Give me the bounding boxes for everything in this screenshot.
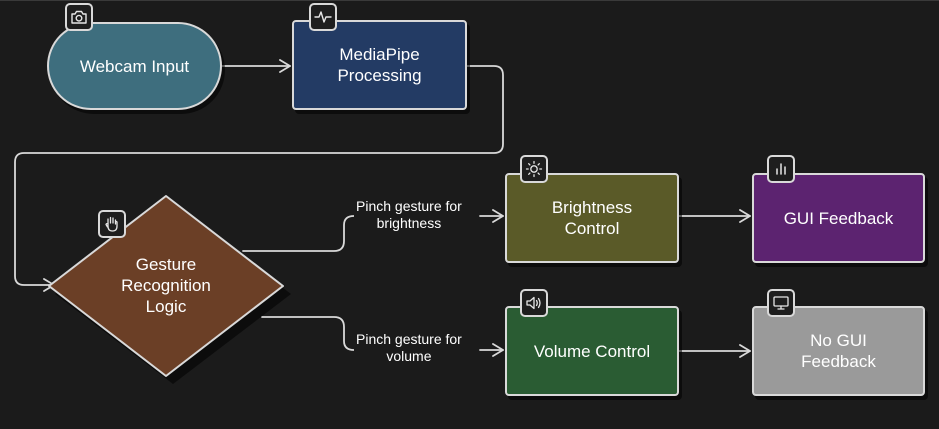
no-gui-label-line2: Feedback — [801, 352, 876, 371]
webcam-input-node[interactable]: Webcam Input — [47, 22, 222, 110]
gesture-diamond — [48, 195, 284, 377]
brightness-edge-label: Pinch gesture for brightness — [354, 198, 464, 232]
hand-icon — [98, 210, 126, 238]
volume-control-label: Volume Control — [533, 341, 651, 361]
edge-gesture-to-brightness — [242, 215, 355, 252]
brightness-edge-label-line1: Pinch gesture for — [356, 198, 462, 214]
no-gui-feedback-node[interactable]: No GUI Feedback — [752, 306, 925, 396]
mediapipe-label-line1: MediaPipe — [339, 45, 420, 64]
gui-feedback-node[interactable]: GUI Feedback — [752, 173, 925, 263]
gesture-label-line1: Gesture — [135, 255, 197, 274]
no-gui-label-line1: No GUI — [810, 331, 867, 350]
top-border — [0, 0, 939, 1]
gesture-recognition-label[interactable]: Gesture Recognition Logic — [96, 254, 236, 317]
camera-icon — [65, 3, 93, 31]
edge-mediapipe-to-gesture — [14, 65, 504, 292]
volume-control-node[interactable]: Volume Control — [505, 306, 679, 396]
speaker-icon — [520, 289, 548, 317]
brightness-label-line1: Brightness — [551, 198, 633, 217]
brightness-edge-label-line2: brightness — [376, 215, 442, 231]
gui-feedback-label: GUI Feedback — [783, 208, 894, 228]
volume-edge-label-line1: Pinch gesture for — [356, 331, 462, 347]
pulse-icon — [309, 3, 337, 31]
webcam-input-label: Webcam Input — [79, 56, 190, 76]
bar-chart-icon — [767, 155, 795, 183]
sun-icon — [520, 155, 548, 183]
gesture-label-line3: Logic — [145, 297, 187, 316]
mediapipe-label-line2: Processing — [337, 66, 422, 85]
volume-edge-label-line2: volume — [386, 348, 432, 364]
monitor-icon — [767, 289, 795, 317]
brightness-label-line2: Control — [564, 219, 620, 238]
volume-edge-label: Pinch gesture for volume — [354, 331, 464, 365]
gesture-label-line2: Recognition — [121, 276, 211, 295]
edge-gesture-to-volume — [261, 316, 355, 351]
